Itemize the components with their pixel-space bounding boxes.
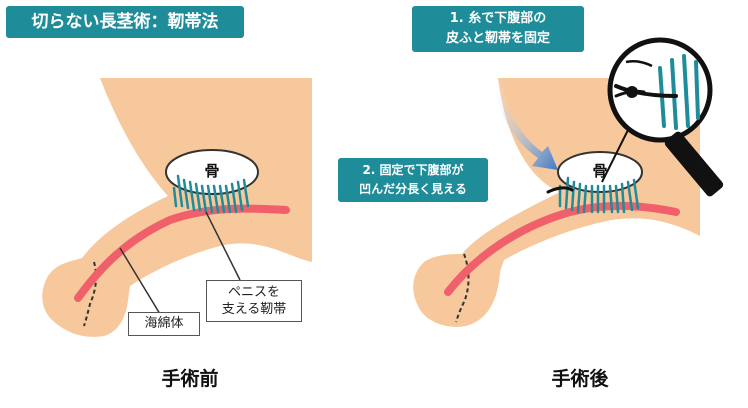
title-badge: 切らない長茎術：靭帯法 xyxy=(6,6,244,38)
step1-badge: 1. 糸で下腹部の 皮ふと靭帯を固定 xyxy=(412,6,584,52)
before-ligament-leader xyxy=(205,211,241,281)
magnifier-icon xyxy=(601,37,724,197)
before-corpus-leader xyxy=(119,247,161,315)
corpus-note: 海綿体 xyxy=(128,312,200,336)
after-body-skin xyxy=(413,78,700,327)
title-text: 切らない長茎術：靭帯法 xyxy=(31,12,219,32)
after-corpus-line xyxy=(444,201,680,296)
ligament-label-line2: 支える靭帯 xyxy=(221,302,287,317)
caption-before: 手術前 xyxy=(161,368,219,390)
step1-line2: 皮ふと靭帯を固定 xyxy=(445,31,550,46)
step1-line1: 1. 糸で下腹部の xyxy=(449,11,547,26)
bone-label-left: 骨 xyxy=(204,162,220,180)
after-bone xyxy=(557,151,643,193)
ligament-note: ペニスを 支える靭帯 xyxy=(206,280,302,322)
before-body-skin xyxy=(42,78,312,337)
after-suture xyxy=(546,186,574,194)
corpus-label: 海綿体 xyxy=(144,316,184,331)
bone-label-right: 骨 xyxy=(592,162,608,180)
ligament-label-line1: ペニスを xyxy=(227,285,280,300)
caption-after: 手術後 xyxy=(551,368,609,390)
after-depression-arrow xyxy=(494,80,558,170)
after-ligament xyxy=(558,176,640,214)
before-glans-line xyxy=(83,261,98,327)
after-panel xyxy=(413,37,724,327)
step2-badge: 2. 固定で下腹部が 凹んだ分長く見える xyxy=(338,158,488,202)
before-ligament xyxy=(172,174,250,214)
step2-line1: 2. 固定で下腹部が xyxy=(362,163,464,177)
before-panel xyxy=(42,78,312,337)
before-corpus-line xyxy=(74,204,290,302)
step2-line2: 凹んだ分長く見える xyxy=(359,182,467,196)
